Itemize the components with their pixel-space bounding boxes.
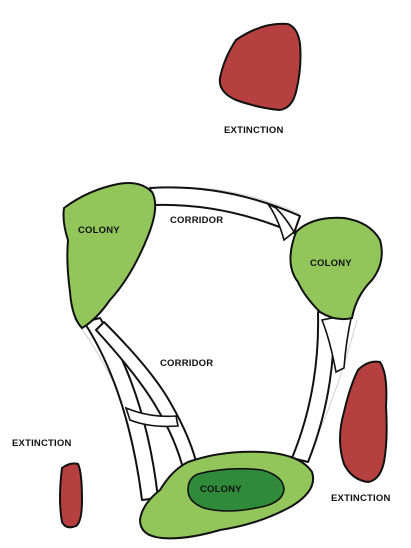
extinction-patch-left	[60, 464, 82, 528]
label-colony-right: COLONY	[310, 258, 352, 269]
label-colony-top-left: COLONY	[78, 225, 120, 236]
colony-top-left	[64, 183, 156, 328]
label-extinction-right: EXTINCTION	[331, 493, 391, 504]
label-extinction-top: EXTINCTION	[224, 125, 284, 136]
extinction-patch-top	[220, 24, 301, 110]
label-corridor-top: CORRIDOR	[170, 215, 223, 226]
label-extinction-left: EXTINCTION	[12, 438, 72, 449]
corridor-top	[150, 187, 300, 240]
label-colony-bottom: COLONY	[200, 484, 242, 495]
label-corridor-middle: CORRIDOR	[160, 358, 213, 369]
extinction-patch-right	[340, 362, 387, 482]
